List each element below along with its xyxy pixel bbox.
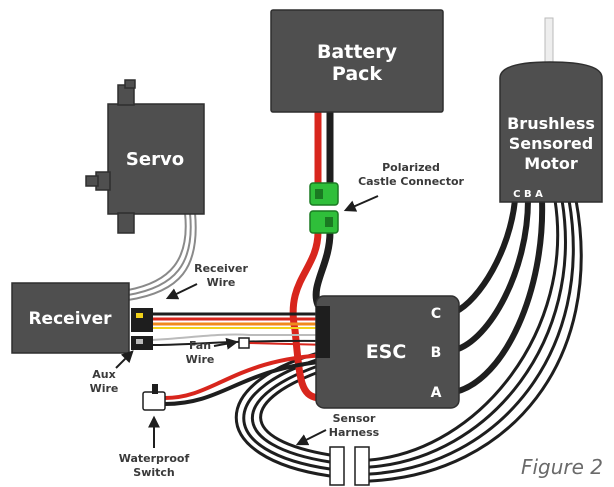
fan-wire-label-line1: Fan xyxy=(189,339,211,352)
switch-wires xyxy=(163,353,332,406)
battery-label-line1: Battery xyxy=(317,41,398,63)
sensor-label-line2: Harness xyxy=(329,426,380,439)
motor-phase-wires xyxy=(452,197,546,395)
motor-label-line2: Sensored xyxy=(509,134,593,153)
servo-wires xyxy=(127,212,197,301)
servo-label: Servo xyxy=(126,149,184,170)
waterproof-switch xyxy=(142,384,166,411)
callout-sensor-harness: Sensor Harness xyxy=(295,412,380,446)
esc-label: ESC xyxy=(366,341,407,363)
castle-connector xyxy=(309,182,339,234)
sensor-label-line1: Sensor xyxy=(333,412,376,425)
battery-label-line2: Pack xyxy=(332,63,382,85)
esc-terminal-b: B xyxy=(431,345,442,361)
switch-label-line2: Switch xyxy=(133,466,174,479)
receiver-wire-label-line2: Wire xyxy=(207,276,236,289)
callout-fan-wire: Fan Wire xyxy=(186,337,239,366)
motor-phase-labels: C B A xyxy=(513,189,543,200)
motor-label-line1: Brushless xyxy=(507,114,595,133)
fan-plug xyxy=(238,337,250,349)
brushless-motor: Brushless Sensored Motor C B A xyxy=(499,17,603,203)
esc: ESC C B A xyxy=(315,295,460,409)
sensor-harness-plug xyxy=(329,446,370,486)
aux-wire-label-line1: Aux xyxy=(92,368,115,381)
callout-receiver-wire: Receiver Wire xyxy=(165,262,248,300)
sensor-harness-wires xyxy=(235,198,583,483)
connector-label-line2: Castle Connector xyxy=(358,175,464,188)
motor-label-line3: Motor xyxy=(524,154,578,173)
receiver-wire-label-line1: Receiver xyxy=(194,262,248,275)
callout-aux-wire: Aux Wire xyxy=(90,350,134,395)
esc-terminal-a: A xyxy=(431,385,442,401)
figure-caption: Figure 2 xyxy=(521,455,603,479)
servo: Servo xyxy=(85,79,205,234)
callout-waterproof-switch: Waterproof Switch xyxy=(119,415,190,479)
receiver: Receiver xyxy=(11,282,153,354)
receiver-wire-bundle xyxy=(152,312,330,329)
battery-wires xyxy=(289,108,334,402)
switch-label-line1: Waterproof xyxy=(119,452,190,465)
fan-wire-label-line2: Wire xyxy=(186,353,215,366)
aux-wire-label-line2: Wire xyxy=(90,382,119,395)
receiver-label: Receiver xyxy=(28,309,112,329)
esc-terminal-c: C xyxy=(431,306,441,322)
connector-label-line1: Polarized xyxy=(382,161,440,174)
callout-connector: Polarized Castle Connector xyxy=(343,161,465,212)
battery-pack: Battery Pack xyxy=(270,9,444,113)
